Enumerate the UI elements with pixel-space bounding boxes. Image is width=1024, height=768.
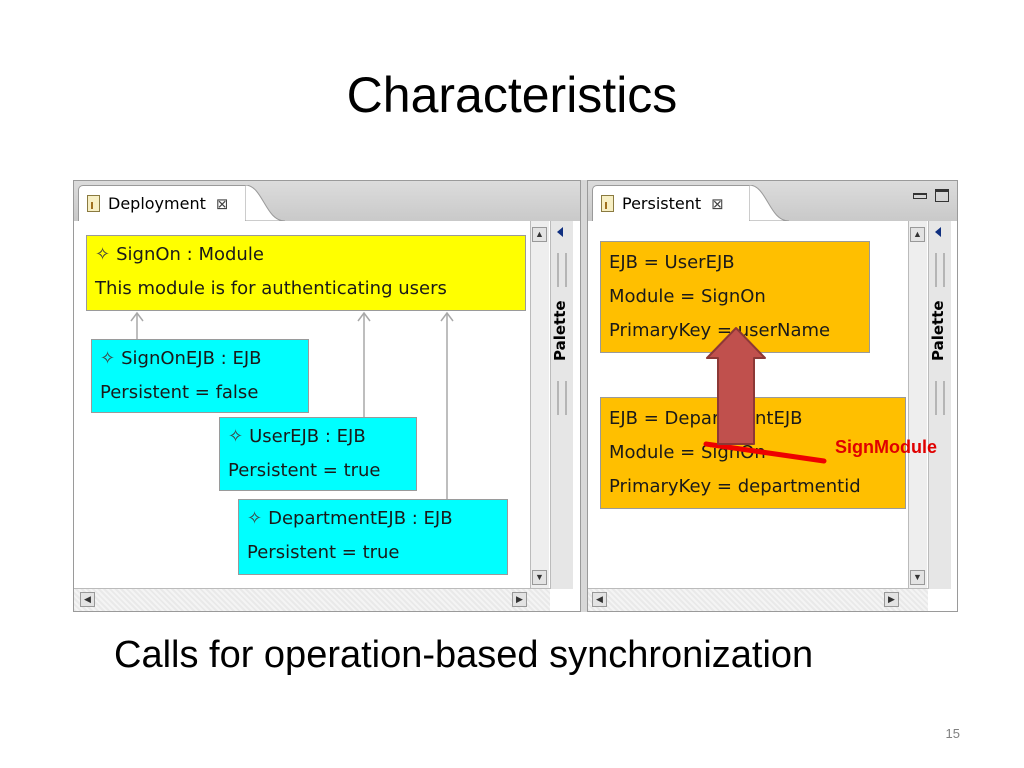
palette-grip[interactable]: [557, 253, 567, 287]
entry-ejb: EJB = UserEJB: [609, 252, 735, 273]
element-diamond-icon: ✧: [95, 244, 111, 265]
scroll-left-icon[interactable]: ◀: [592, 592, 607, 607]
persistent-horizontal-scrollbar[interactable]: ◀ ▶: [588, 588, 928, 611]
tab-curve: [245, 185, 285, 221]
module-description: This module is for authenticating users: [95, 278, 447, 299]
slide-subtitle: Calls for operation-based synchronizatio…: [114, 634, 814, 676]
palette-grip[interactable]: [935, 253, 945, 287]
up-arrow-shape: [706, 327, 766, 445]
scroll-down-icon[interactable]: ▼: [532, 570, 547, 585]
ejb-box-userejb[interactable]: ✧UserEJB : EJB Persistent = true: [219, 417, 417, 491]
ejb-box-departmentejb[interactable]: ✧DepartmentEJB : EJB Persistent = true: [238, 499, 508, 575]
deployment-tab-bar: Deployment ⊠: [74, 181, 580, 221]
tab-persistent-label: Persistent: [622, 194, 702, 213]
element-diamond-icon: ✧: [100, 348, 116, 369]
scroll-right-icon[interactable]: ▶: [512, 592, 527, 607]
deployment-vertical-scrollbar[interactable]: ▲ ▼: [530, 221, 549, 589]
inheritance-lines: [130, 311, 454, 499]
persistent-editor: Persistent ⊠ EJB = UserEJB Module = Sign…: [587, 180, 958, 612]
slide-title: Characteristics: [346, 67, 678, 123]
persistent-vertical-scrollbar[interactable]: ▲ ▼: [908, 221, 927, 589]
deployment-horizontal-scrollbar[interactable]: ◀ ▶: [74, 588, 550, 611]
entry-primary-key: PrimaryKey = departmentid: [609, 476, 861, 497]
module-title: SignOn : Module: [116, 244, 264, 265]
ejb-persistent: Persistent = true: [228, 460, 381, 481]
editor-screenshot: Deployment ⊠ ✧SignOn : Module: [73, 180, 958, 612]
palette-collapse-icon[interactable]: [557, 227, 563, 237]
palette-grip[interactable]: [557, 381, 567, 415]
ejb-title: UserEJB : EJB: [249, 426, 366, 447]
element-diamond-icon: ✧: [228, 426, 244, 447]
scroll-down-icon[interactable]: ▼: [910, 570, 925, 585]
ejb-persistent: Persistent = false: [100, 382, 259, 403]
persistent-palette[interactable]: Palette: [928, 221, 951, 589]
scroll-right-icon[interactable]: ▶: [884, 592, 899, 607]
minimize-icon[interactable]: [913, 193, 927, 199]
entry-module: Module = SignOn: [609, 286, 766, 307]
close-tab-icon[interactable]: ⊠: [711, 194, 724, 213]
ejb-box-signonejb[interactable]: ✧SignOnEJB : EJB Persistent = false: [91, 339, 309, 413]
document-icon: [601, 195, 614, 212]
signmodule-label: SignModule: [835, 437, 937, 457]
tab-deployment-label: Deployment: [108, 194, 206, 213]
document-icon: [87, 195, 100, 212]
persistent-entry-userejb[interactable]: EJB = UserEJB Module = SignOn PrimaryKey…: [600, 241, 870, 353]
close-tab-icon[interactable]: ⊠: [215, 194, 229, 213]
ejb-title: SignOnEJB : EJB: [121, 348, 262, 369]
ejb-persistent: Persistent = true: [247, 542, 400, 563]
ejb-title: DepartmentEJB : EJB: [268, 508, 453, 529]
palette-collapse-icon[interactable]: [935, 227, 941, 237]
palette-grip[interactable]: [935, 381, 945, 415]
element-diamond-icon: ✧: [247, 508, 263, 529]
scroll-up-icon[interactable]: ▲: [532, 227, 547, 242]
scroll-up-icon[interactable]: ▲: [910, 227, 925, 242]
signon-module-box[interactable]: ✧SignOn : Module This module is for auth…: [86, 235, 526, 311]
entry-primary-key: PrimaryKey = userName: [609, 320, 831, 341]
tab-curve: [749, 185, 789, 221]
scroll-left-icon[interactable]: ◀: [80, 592, 95, 607]
deployment-canvas[interactable]: ✧SignOn : Module This module is for auth…: [74, 221, 526, 589]
deployment-editor: Deployment ⊠ ✧SignOn : Module: [73, 180, 581, 612]
strike-line: [703, 441, 827, 464]
tab-deployment[interactable]: Deployment ⊠: [78, 185, 246, 221]
window-controls: [913, 189, 949, 202]
deployment-palette[interactable]: Palette: [550, 221, 573, 589]
maximize-icon[interactable]: [935, 189, 949, 202]
page-number: 15: [945, 726, 960, 741]
persistent-tab-bar: Persistent ⊠: [588, 181, 957, 221]
tab-persistent[interactable]: Persistent ⊠: [592, 185, 750, 221]
